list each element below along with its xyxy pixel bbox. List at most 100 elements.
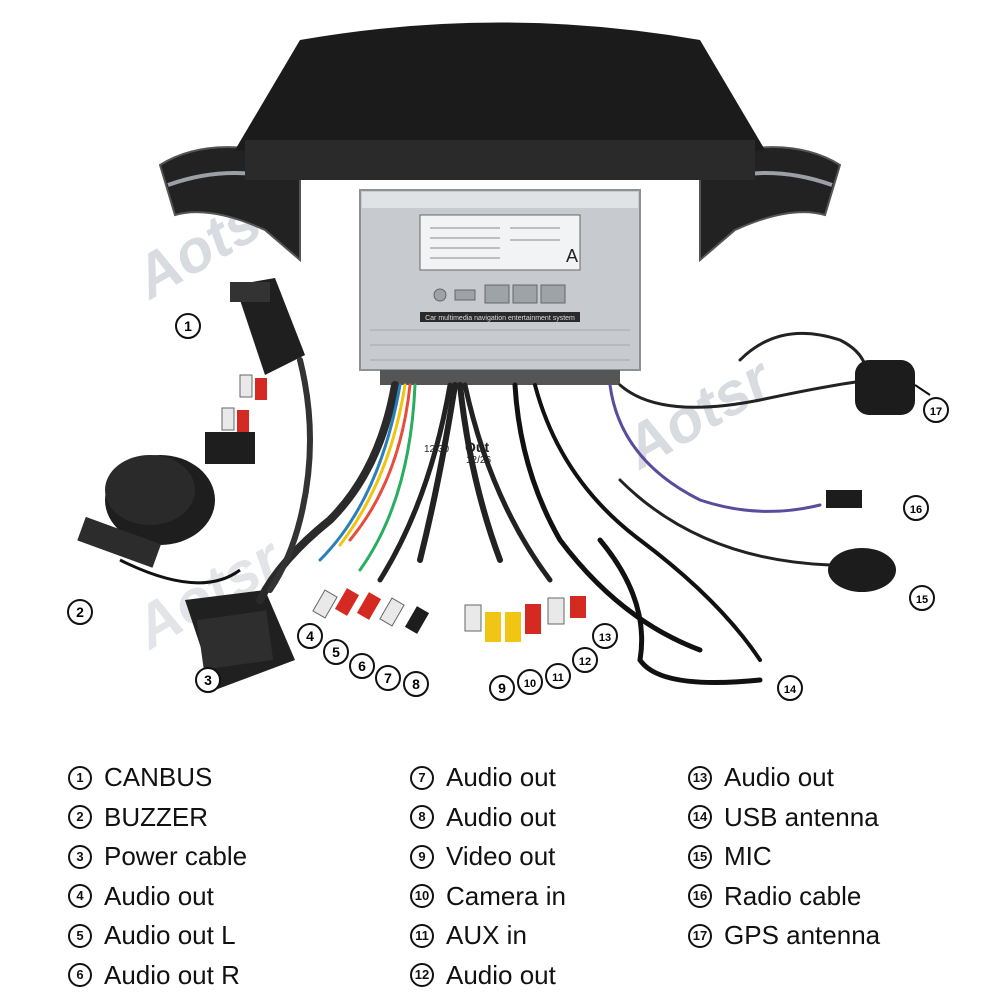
callout-label: 15: [916, 594, 928, 606]
callout-label: 9: [498, 680, 506, 696]
legend-label: Audio out: [446, 959, 556, 990]
legend-number: 13: [688, 765, 712, 790]
callout-number: 6: [349, 653, 375, 679]
legend-item: 3 Power cable: [68, 837, 247, 877]
canbus-box: [230, 278, 305, 375]
legend-column-3: 13 Audio out 14 USB antenna 15 MIC 16 Radio cab…: [688, 758, 880, 956]
gps-antenna: [855, 360, 931, 415]
callout-number: 4: [297, 623, 323, 649]
callout-label: 14: [784, 684, 797, 696]
legend-number: 10: [410, 884, 434, 909]
legend-label: Audio out: [724, 762, 834, 793]
legend-item: 13 Audio out: [688, 758, 880, 798]
legend-item: 10 Camera in: [410, 877, 566, 917]
legend-number: 12: [410, 963, 434, 988]
product-photo: Aotsr Aotsr Aotsr A Car multimedia navig…: [67, 22, 949, 701]
callout-number: 14: [777, 675, 803, 701]
legend-item: 5 Audio out L: [68, 916, 247, 956]
legend-label: BUZZER: [104, 801, 208, 832]
legend-number: 1: [68, 765, 92, 790]
buzzer: [77, 455, 241, 585]
legend-item: 16 Radio cable: [688, 877, 880, 917]
callout-number: 8: [403, 671, 429, 697]
legend-number: 5: [68, 923, 92, 948]
legend-number: 9: [410, 844, 434, 869]
radio-connector: [826, 490, 862, 508]
legend-number: 4: [68, 884, 92, 909]
harness-tag: 12/26: [466, 455, 491, 466]
power-connector: [185, 590, 295, 690]
callout-number: 10: [517, 669, 543, 695]
legend-item: 7 Audio out: [410, 758, 566, 798]
legend-label: Radio cable: [724, 880, 862, 911]
legend-item: 2 BUZZER: [68, 798, 247, 838]
callout-label: 5: [332, 644, 340, 660]
legend-label: Audio out: [446, 801, 556, 832]
legend-number: 6: [68, 963, 92, 988]
legend-number: 15: [688, 844, 712, 869]
callout-number: 15: [909, 585, 935, 611]
legend-item: 14 USB antenna: [688, 798, 880, 838]
legend-number: 16: [688, 884, 712, 909]
callout-number: 11: [545, 663, 571, 689]
legend-label: Video out: [446, 841, 556, 872]
legend-label: Camera in: [446, 880, 566, 911]
callout-label: 4: [306, 628, 314, 644]
legend-item: 9 Video out: [410, 837, 566, 877]
mic: [828, 548, 896, 592]
wire-harness: [256, 331, 872, 685]
callout-number: 7: [375, 665, 401, 691]
legend-label: GPS antenna: [724, 920, 881, 951]
callout-label: 6: [358, 658, 366, 674]
callout-label: 11: [552, 672, 564, 684]
callout-label: 1: [184, 318, 192, 334]
legend-number: 8: [410, 805, 434, 830]
legend-label: USB antenna: [724, 801, 879, 832]
legend-label: AUX in: [446, 920, 527, 951]
callout-label: 16: [910, 504, 922, 516]
callout-number: 16: [903, 495, 929, 521]
legend-number: 14: [688, 805, 712, 830]
legend-item: 15 MIC: [688, 837, 880, 877]
harness-tag: Out: [465, 439, 489, 455]
legend-item: 4 Audio out: [68, 877, 247, 917]
callout-number: 13: [592, 623, 618, 649]
head-unit: A Car multimedia navigation entertainmen…: [359, 189, 641, 385]
rca-plugs-audio: [221, 374, 430, 634]
callout-number: 3: [195, 667, 221, 693]
callout-label: 7: [384, 670, 392, 686]
screen-housing: [235, 22, 765, 163]
legend-number: 3: [68, 844, 92, 869]
callout-label: 10: [524, 678, 536, 690]
callout-label: 2: [76, 604, 84, 620]
legend-item: 6 Audio out R: [68, 956, 247, 996]
legend-label: MIC: [724, 841, 772, 872]
callout-label: 17: [930, 406, 942, 418]
legend-label: Audio out R: [104, 959, 240, 990]
unit-mark: A: [566, 246, 578, 266]
rca-plugs-video: [464, 596, 586, 642]
legend-label: Audio out: [446, 762, 556, 793]
callout-number: 1: [175, 313, 201, 339]
legend-number: 11: [410, 923, 434, 948]
legend-label: Power cable: [104, 841, 248, 872]
legend-number: 7: [410, 765, 434, 790]
legend-item: 17 GPS antenna: [688, 916, 880, 956]
callout-label: 3: [204, 672, 212, 688]
harness-tag: 12/30: [424, 444, 449, 455]
unit-label: Car multimedia navigation entertainment …: [425, 315, 575, 322]
legend-number: 2: [68, 805, 92, 830]
legend-number: 17: [688, 923, 712, 948]
callout-number: 2: [67, 599, 93, 625]
legend-item: 1 CANBUS: [68, 758, 247, 798]
callout-number: 12: [572, 647, 598, 673]
legend-item: 12 Audio out: [410, 956, 566, 996]
legend-label: CANBUS: [104, 762, 213, 793]
legend-label: Audio out L: [104, 920, 236, 951]
callout-label: 13: [599, 632, 611, 644]
plug-connector: [205, 432, 255, 464]
legend-label: Audio out: [104, 880, 214, 911]
